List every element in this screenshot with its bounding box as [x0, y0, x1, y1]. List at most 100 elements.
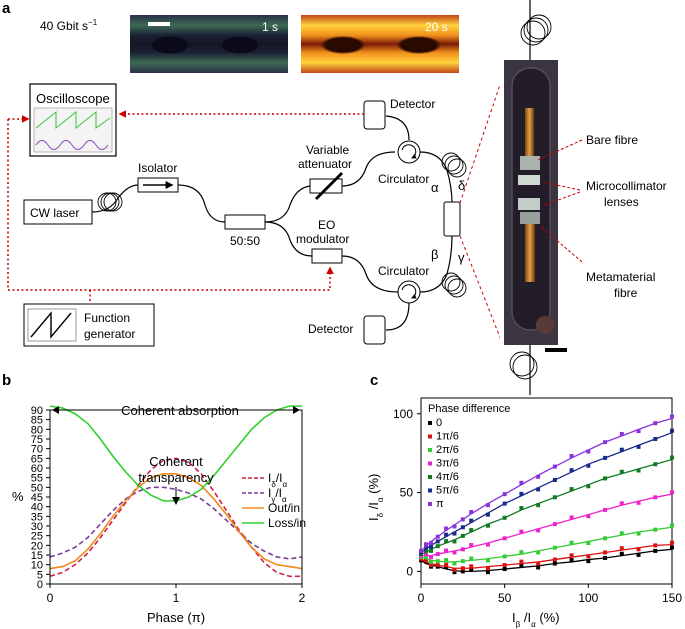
- y-axis-label: %: [12, 489, 24, 504]
- data-point: [502, 554, 507, 559]
- y-tick-label: 20: [31, 540, 43, 552]
- data-point: [460, 525, 465, 530]
- data-point: [619, 531, 624, 536]
- setup-schematic: Oscilloscope Detector Detector CW laser …: [7, 83, 500, 347]
- data-point: [502, 567, 507, 572]
- photo-round-mark: [536, 316, 554, 334]
- pointer-lens-b: [541, 191, 581, 207]
- data-point: [452, 550, 457, 555]
- y-tick-label: 35: [31, 511, 43, 523]
- data-point: [519, 529, 524, 534]
- cw-laser-label: CW laser: [30, 206, 79, 220]
- data-point: [460, 566, 465, 571]
- photo-metamaterial-rod: [525, 224, 535, 282]
- data-point: [452, 570, 457, 575]
- data-point: [444, 532, 449, 537]
- function-generator-label-1: Function: [84, 311, 130, 325]
- data-point: [552, 495, 557, 500]
- legend-marker: [428, 434, 432, 439]
- data-point: [469, 518, 474, 523]
- data-point: [653, 436, 658, 441]
- eye-diagram-20s: [301, 15, 459, 73]
- data-point: [502, 492, 507, 497]
- port-gamma: γ: [458, 250, 465, 265]
- fibre-coil-laser: [97, 192, 123, 212]
- data-point: [636, 500, 641, 505]
- y-axis-label-mid: /I: [366, 502, 381, 513]
- data-point: [429, 544, 434, 549]
- fibre-laser-isolator: [91, 184, 139, 213]
- photo-lens-4: [520, 212, 540, 224]
- legend-label-mid: /I: [275, 486, 282, 500]
- label-bare-fibre: Bare fibre: [586, 133, 638, 147]
- data-point: [452, 531, 457, 536]
- data-point: [502, 515, 507, 520]
- legend-label: π: [436, 498, 444, 510]
- data-point: [519, 491, 524, 496]
- pointer-bare-fibre: [537, 139, 583, 161]
- sample-holder: [443, 201, 461, 237]
- data-point: [424, 551, 429, 556]
- data-point: [670, 414, 674, 419]
- data-point: [469, 509, 474, 514]
- data-point: [586, 484, 591, 489]
- port-alpha: α: [431, 180, 439, 195]
- photo-lens-2: [518, 175, 540, 185]
- fibre-circulator-detector-bottom: [385, 302, 410, 331]
- fibre-coil-top: [441, 152, 467, 178]
- y-tick-label: 50: [31, 482, 43, 494]
- data-point: [435, 552, 440, 557]
- data-point: [424, 545, 429, 550]
- data-point: [552, 561, 557, 566]
- x-tick-label: 50: [498, 591, 512, 605]
- data-point: [429, 548, 434, 553]
- detector-top-label: Detector: [390, 97, 435, 111]
- data-point: [485, 558, 490, 563]
- x-axis-label: Iβ /Iα (%): [512, 610, 560, 629]
- legend-label: Iδ/Iα: [268, 471, 287, 489]
- absorption-arrowhead-left: [52, 406, 59, 414]
- data-point: [636, 552, 641, 557]
- data-point: [586, 463, 591, 468]
- oscilloscope-label: Oscilloscope: [36, 91, 110, 106]
- plot-frame: [49, 409, 303, 585]
- oscilloscope-screen: [33, 107, 113, 153]
- data-point: [469, 567, 474, 572]
- data-point: [435, 559, 440, 564]
- panel-c-label: c: [370, 372, 379, 389]
- data-point: [569, 540, 574, 545]
- legend-marker: [428, 502, 432, 506]
- fibre-isolator-splitter: [177, 184, 226, 223]
- data-point: [460, 569, 465, 574]
- data-point: [619, 431, 624, 436]
- y-tick-label: 100: [393, 407, 413, 421]
- legend-label: Loss/in: [268, 516, 306, 530]
- data-point: [619, 469, 624, 474]
- data-point: [603, 536, 608, 541]
- eye-rate-label: 40 Gbit s−1: [40, 18, 97, 33]
- data-point: [636, 468, 641, 473]
- data-point: [502, 563, 507, 568]
- legend-label: Iγ/Iα: [268, 486, 287, 504]
- y-tick-label: 10: [31, 560, 43, 572]
- function-generator-sawtooth: [30, 311, 72, 339]
- data-point: [444, 539, 449, 544]
- port-beta: β: [431, 247, 438, 262]
- annotation-transparency-1: Coherent: [149, 454, 203, 469]
- y-tick-label: 50: [400, 486, 414, 500]
- y-tick-label: 55: [31, 473, 43, 485]
- data-point: [603, 476, 608, 481]
- data-point: [619, 551, 624, 556]
- legend-label-main: I: [268, 486, 271, 500]
- data-point: [536, 561, 541, 566]
- y-axis-label-sub: δ: [376, 512, 385, 517]
- y-tick-label: 85: [31, 415, 43, 427]
- detector-bottom-box: [363, 315, 386, 345]
- photo-lens-1: [520, 156, 540, 170]
- series-line-ii: [49, 486, 303, 560]
- oscilloscope-sine: [35, 140, 109, 150]
- data-point: [429, 541, 434, 546]
- y-axis-label-main: I: [366, 517, 381, 521]
- pointer-metamaterial: [539, 225, 583, 263]
